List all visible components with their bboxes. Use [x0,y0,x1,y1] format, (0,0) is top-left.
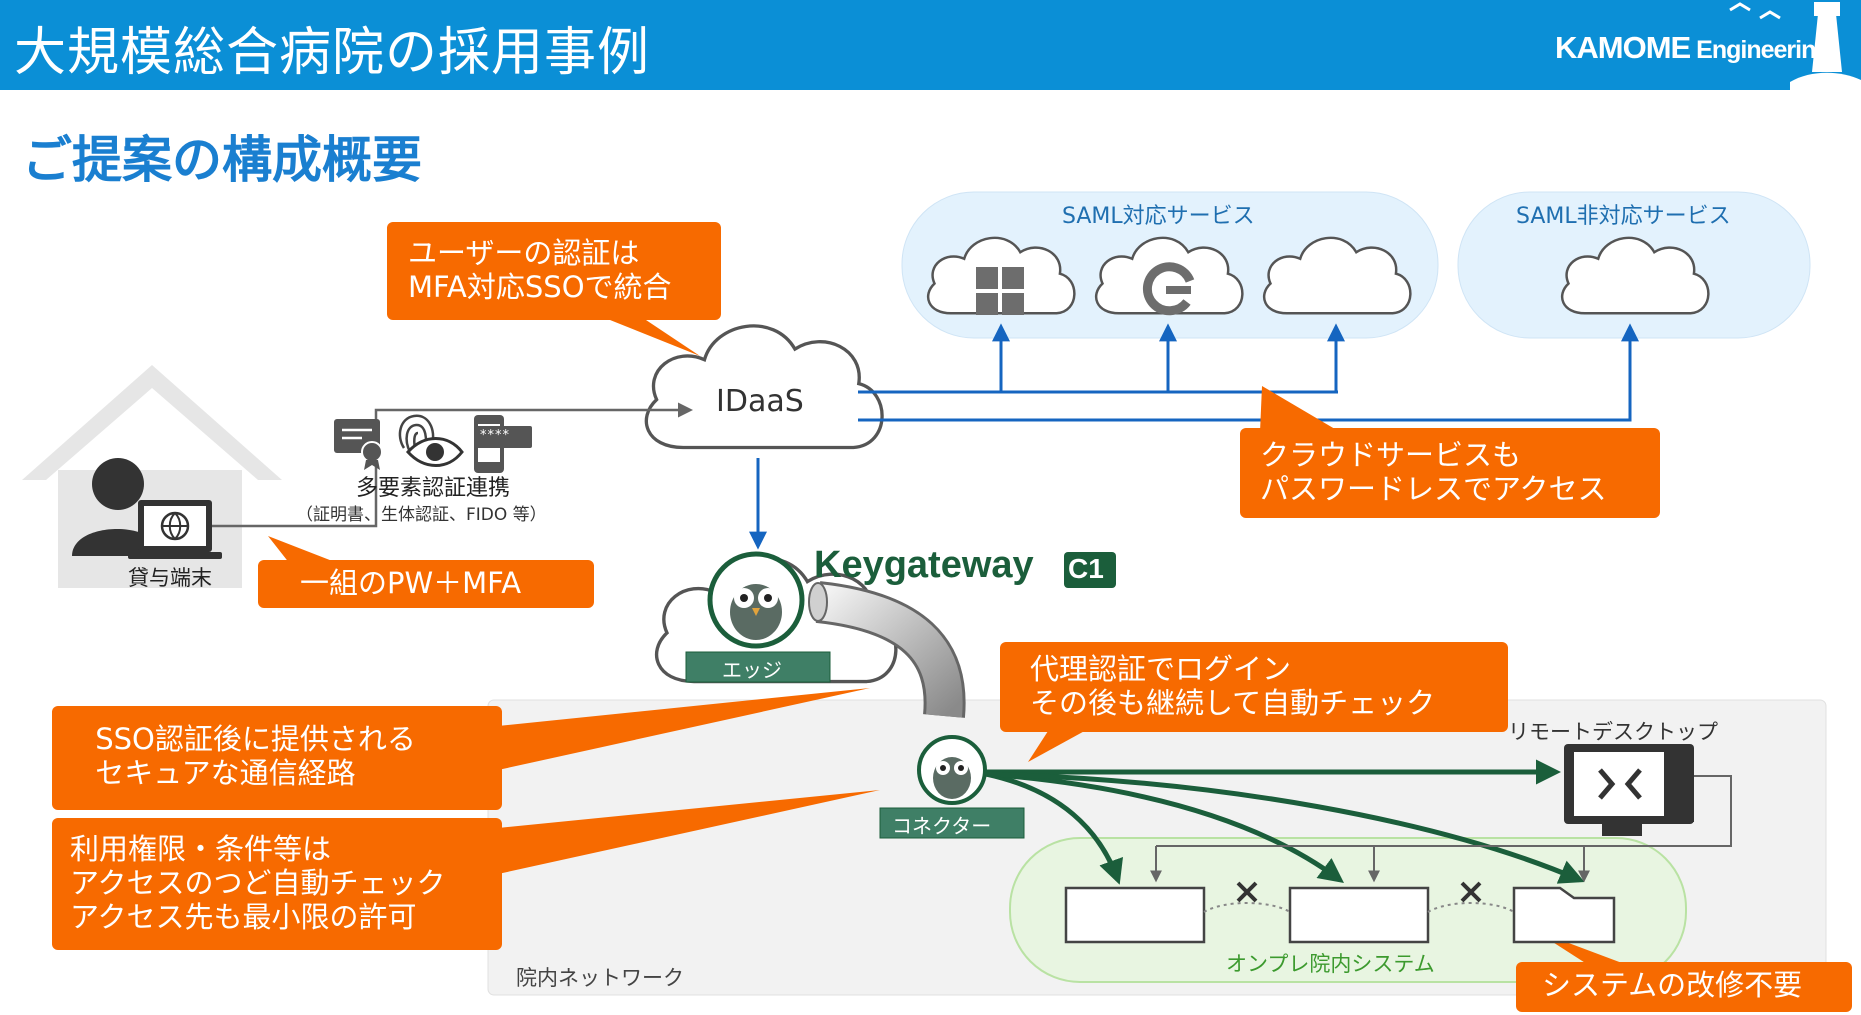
windows-icon [976,267,1024,315]
nonsaml-group-label: SAML非対応サービス [1516,204,1731,229]
auth-flow-line [212,402,693,528]
keygateway-badge-box [1064,552,1116,588]
onprem-system-1 [1064,886,1206,944]
rdp-link-line [1156,775,1732,847]
section-subtitle: ご提案の構成概要 [22,131,422,189]
callout-pw-bg [258,536,594,608]
eye-icon [405,437,464,467]
lighthouse-icon [1729,2,1861,90]
system-link-1 [1203,902,1291,913]
pin-text: **** [480,428,510,443]
connector-owl-icon [917,735,987,805]
page-title: 大規模総合病院の採用事例 [14,23,651,83]
onprem-system-3 [1512,886,1616,944]
logo-main: KAMOME [1555,30,1691,65]
callout-no-change: システムの改修不要 [1542,968,1803,1002]
blocked-x-icon-2 [1460,881,1482,903]
terminal-label: 貸与端末 [128,566,212,590]
arrow-to-system-3 [985,771,1585,884]
blocked-x-icon-1 [1236,881,1258,903]
callout-proxy: 代理認証でログイン その後も継続して自動チェック [1030,652,1436,720]
callout-secure-bg [52,688,870,810]
google-icon [1142,262,1195,316]
house-icon [22,365,282,480]
mfa-label: 多要素認証連携 [356,476,511,501]
arrow-to-system-1 [985,771,1123,885]
laptop-globe-icon [128,500,222,559]
arrow-to-nonsaml [858,323,1639,422]
network-label: 院内ネットワーク [516,966,684,990]
callout-access-bg [52,790,880,950]
edge-label: エッジ [722,658,782,682]
header-bar [0,0,1861,90]
idaas-label: IDaaS [716,384,804,419]
mfa-sub-label: （証明書、生体認証、FIDO 等） [296,505,547,525]
callout-pw: 一組のPW＋MFA [300,566,522,600]
keygateway-badge-text: C1 [1068,553,1104,584]
onprem-label: オンプレ院内システム [1226,952,1435,976]
system-link-2 [1427,902,1515,913]
callout-passwordless: クラウドサービスも パスワードレスでアクセス [1260,438,1607,506]
kamome-logo: KAMOME Engineering [1555,30,1831,66]
callout-passwordless-bg [1240,386,1660,518]
callout-proxy-bg [1000,642,1508,762]
callout-access: 利用権限・条件等は アクセスのつど自動チェック アクセス先も最小限の許可 [70,832,446,934]
certificate-icon [334,419,383,470]
callout-secure: SSO認証後に提供される セキュアな通信経路 [95,722,416,790]
callout-sso-bg [387,222,721,356]
connector-label: コネクター [892,814,992,838]
remote-desktop-icon [1564,744,1694,836]
pipe-icon [815,584,963,718]
saml-group-label: SAML対応サービス [1062,204,1255,229]
callout-sso: ユーザーの認証は MFA対応SSOで統合 [408,236,672,304]
pipe-end-left [808,582,828,622]
keygateway-logo-text: Keygateway [814,544,1034,586]
logo-sub: Engineering [1690,36,1830,64]
onprem-system-2 [1288,886,1430,944]
edge-label-box [685,651,831,683]
phone-pin-icon [474,415,532,473]
arrow-to-system-2 [985,771,1345,883]
connector-label-box [879,807,1025,839]
owl-icon [707,551,805,649]
remote-desktop-label: リモートデスクトップ [1508,720,1718,744]
